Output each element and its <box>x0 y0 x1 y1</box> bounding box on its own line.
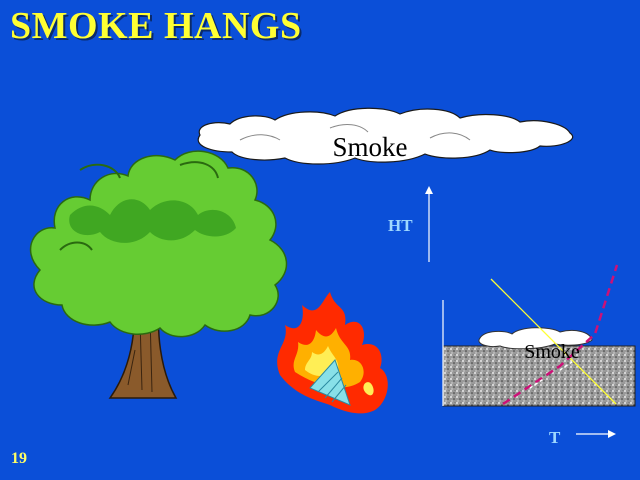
inversion-diagram <box>425 186 636 438</box>
small-cloud-icon <box>478 327 593 350</box>
smoke-layer-label: Smoke <box>524 341 580 363</box>
tree-icon <box>29 150 288 399</box>
y-axis-arrow-icon <box>425 186 433 194</box>
slide-number: 19 <box>11 450 27 467</box>
lapse-rate-line <box>490 278 617 405</box>
x-axis-label: T <box>549 428 561 447</box>
temperature-profile-line <box>502 264 619 406</box>
y-axis-label: HT <box>388 216 413 235</box>
x-axis-arrow-icon <box>608 430 616 438</box>
slide-title: SMOKE HANGS <box>10 5 302 47</box>
cloud-label: Smoke <box>332 132 407 162</box>
fire-icon <box>277 292 388 414</box>
cloud-icon <box>197 107 574 165</box>
